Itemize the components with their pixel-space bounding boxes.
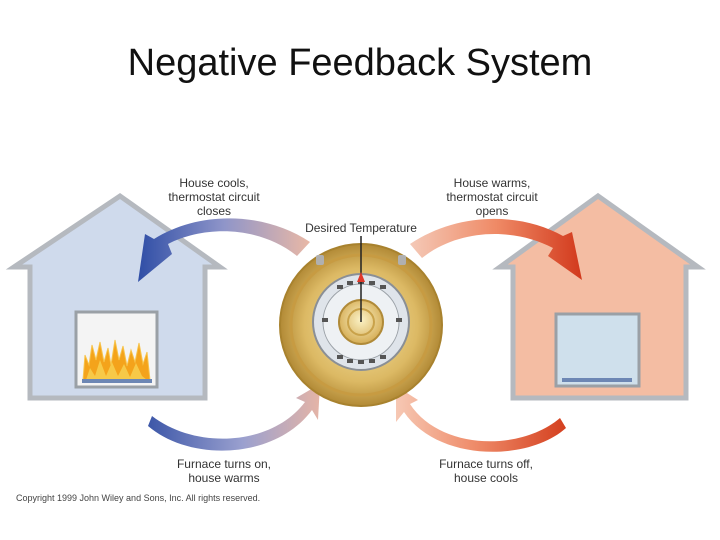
thermostat-icon: [279, 236, 443, 407]
arrow-icon: [410, 218, 582, 280]
furnace-on-label: Furnace turns on, house warms: [176, 457, 272, 485]
furnace-window-left: [74, 310, 159, 389]
slide-title: Negative Feedback System: [127, 42, 593, 84]
arrow-icon: [396, 386, 566, 452]
house-warms-label: House warms, thermostat circuit opens: [446, 176, 538, 218]
house-cools-label: House cools, thermostat circuit closes: [168, 176, 260, 218]
furnace-off-label: Furnace turns off, house cools: [439, 457, 533, 485]
arrow-icon: [148, 384, 320, 451]
furnace-window-right: [554, 312, 641, 388]
arrow-icon: [138, 218, 310, 282]
copyright-notice: Copyright 1999 John Wiley and Sons, Inc.…: [16, 493, 261, 503]
warm-house: [492, 192, 706, 401]
flame-icon: [82, 339, 151, 381]
desired-temperature-label: Desired Temperature: [305, 221, 417, 235]
